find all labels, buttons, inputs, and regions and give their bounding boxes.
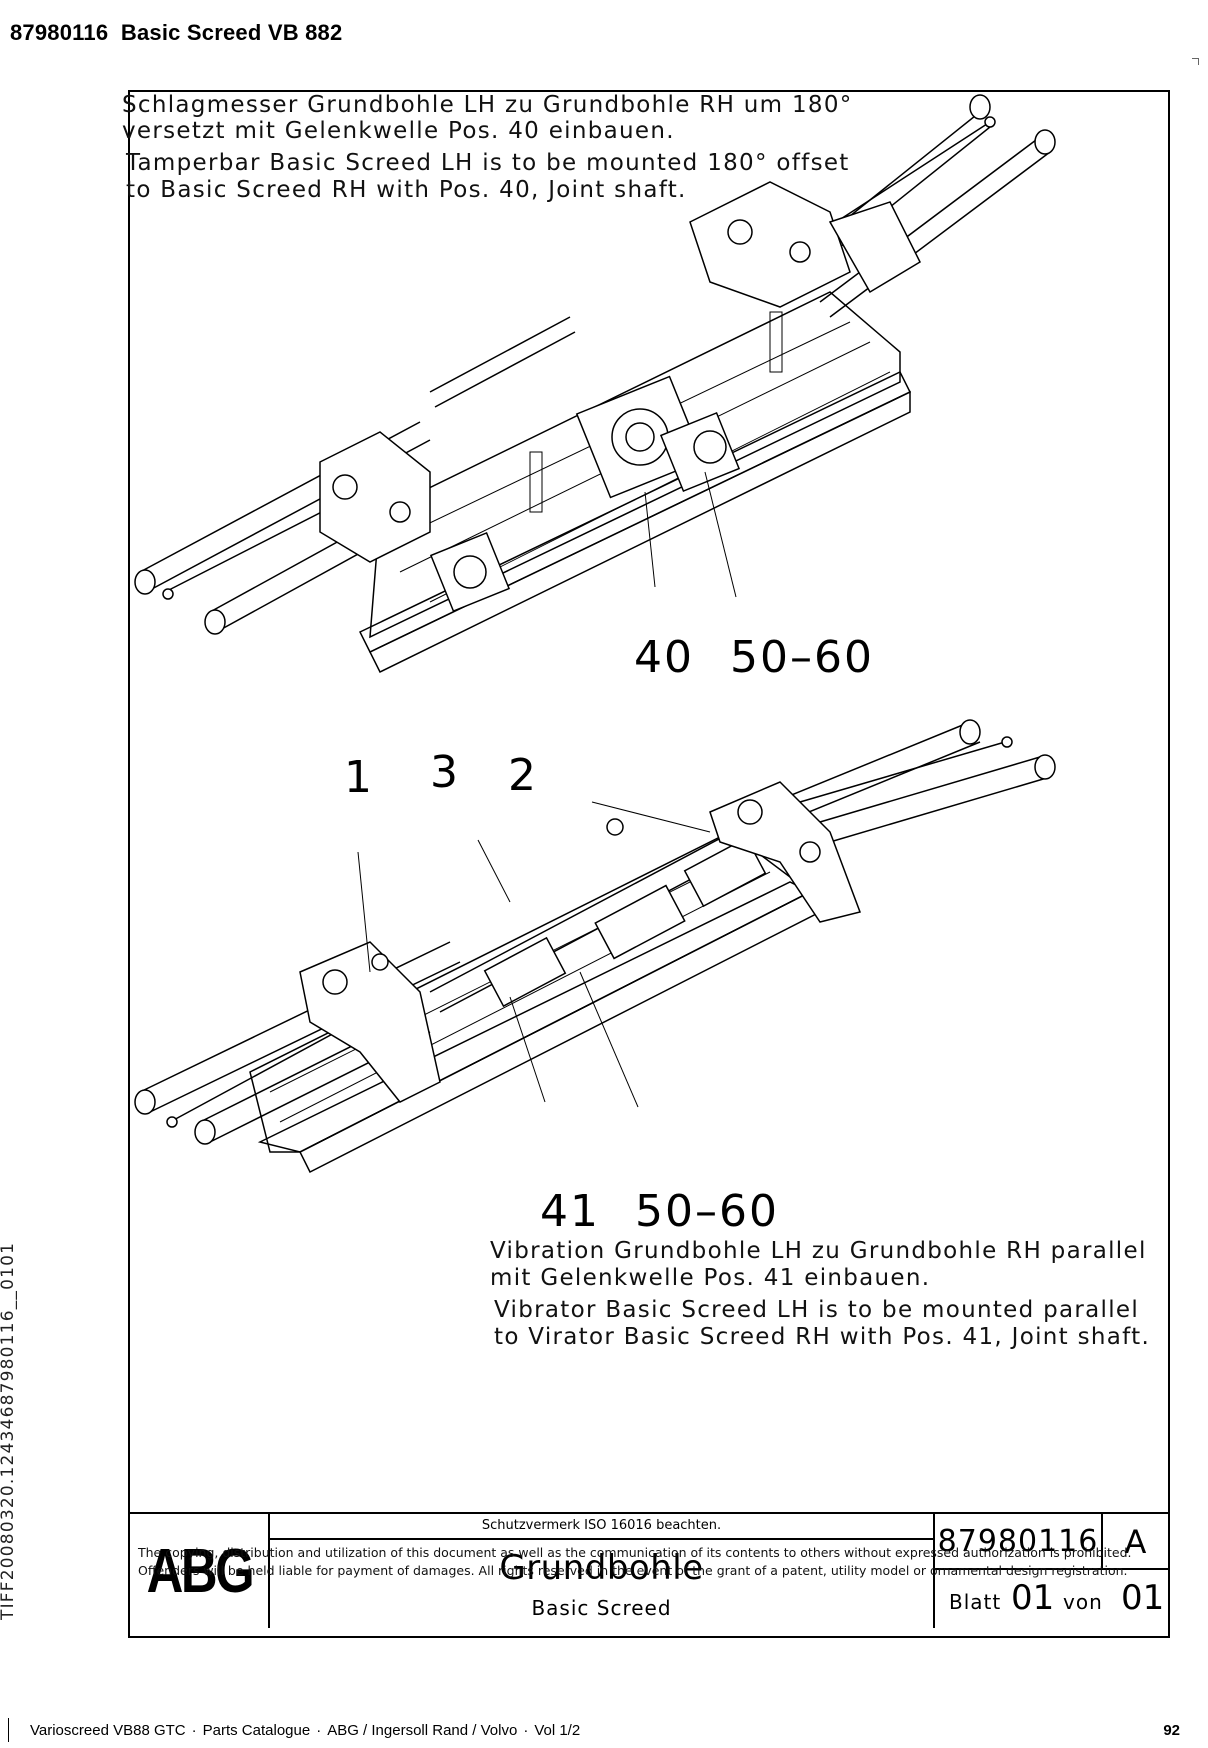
title-block-right: 87980116 A Blatt 01 von 01 [935,1514,1168,1628]
assembly-drawing [134,94,1056,1174]
drawing-subtitle: Basic Screed [531,1596,672,1620]
note-top-en-2: to Basic Screed RH with Pos. 40, Joint s… [126,177,687,203]
note-top-en-1: Tamperbar Basic Screed LH is to be mount… [126,150,850,176]
note-bottom-de-1: Vibration Grundbohle LH zu Grundbohle RH… [490,1238,1147,1264]
page-footer: Varioscreed VB88 GTC·Parts Catalogue·ABG… [30,1722,581,1739]
sheet-value: 01 [1011,1578,1055,1618]
callout-40: 40 [634,632,694,683]
note-top-de-1: Schlagmesser Grundbohle LH zu Grundbohle… [122,92,853,118]
footer-product: Varioscreed VB88 GTC [30,1722,186,1739]
drawing-title: Grundbohle [499,1548,704,1588]
callout-1: 1 [344,752,374,803]
callout-50-60-bottom: 50–60 [635,1186,779,1237]
title-block-center: Schutzvermerk ISO 16016 beachten. Grundb… [270,1514,935,1628]
sheet-label: Blatt [949,1590,1002,1614]
abg-logo: ABG [130,1514,270,1628]
callout-50-60-top: 50–60 [730,632,874,683]
protection-note: Schutzvermerk ISO 16016 beachten. [270,1514,933,1540]
side-document-id: TIFF20080320.12434687980116__0101 [0,1241,18,1620]
drawing-sheet: Schlagmesser Grundbohle LH zu Grundbohle… [122,90,1170,1638]
footer-maker: ABG / Ingersoll Rand / Volvo [327,1722,518,1739]
copyright-notice: The copying, distribution and utilizatio… [138,1545,1132,1578]
header-doc-id: 87980116 [10,20,109,45]
logo-text: ABG [146,1536,254,1606]
page-number: 92 [1163,1722,1180,1739]
drawing-number: 87980116 [935,1514,1103,1570]
callout-3: 3 [430,747,460,798]
page-header: 87980116 Basic Screed VB 882 [10,20,342,46]
footer-volume: Vol 1/2 [534,1722,581,1739]
callout-2: 2 [508,750,538,801]
header-doc-title: Basic Screed VB 882 [120,20,343,45]
footer-tick [8,1718,9,1742]
upper-assembly [134,94,1056,674]
note-bottom-de-2: mit Gelenkwelle Pos. 41 einbauen. [490,1265,931,1291]
note-bottom-en-2: to Virator Basic Screed RH with Pos. 41,… [494,1324,1151,1350]
sheet-info: Blatt 01 von 01 [935,1570,1168,1628]
note-bottom-en-1: Vibrator Basic Screed LH is to be mounte… [494,1297,1140,1323]
title-block: ABG Schutzvermerk ISO 16016 beachten. Gr… [130,1512,1168,1628]
of-value: 01 [1121,1578,1165,1618]
corner-mark [1192,58,1199,65]
revision: A [1103,1514,1168,1570]
callout-41: 41 [540,1186,600,1237]
footer-section: Parts Catalogue [202,1722,311,1739]
lower-assembly [134,719,1056,1174]
of-label: von [1063,1590,1103,1614]
note-top-de-2: versetzt mit Gelenkwelle Pos. 40 einbaue… [122,118,675,144]
